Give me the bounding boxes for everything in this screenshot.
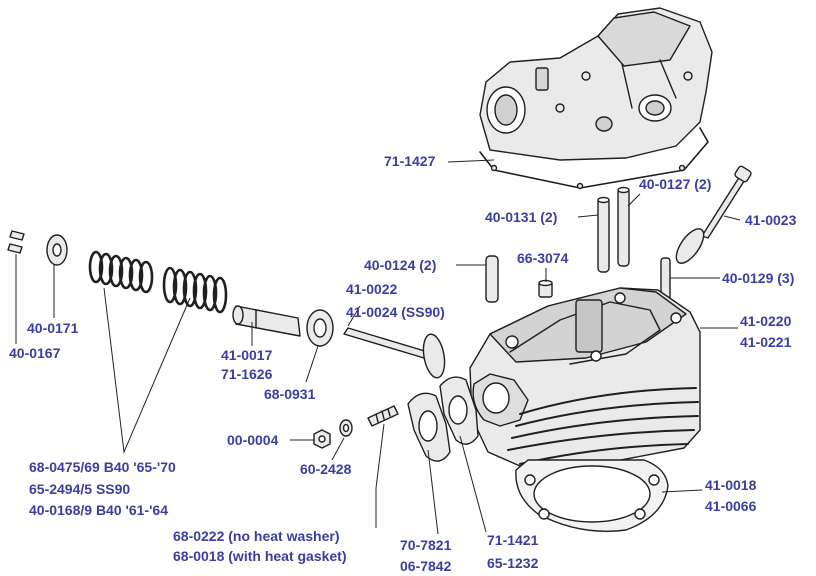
label-exhaust-gasket-b-2: 65-1232 xyxy=(487,555,539,571)
leader-exhaust-stud xyxy=(375,423,385,528)
label-head-gasket-2: 41-0066 xyxy=(705,498,757,514)
label-cylinder-head-1: 41-0220 xyxy=(740,313,792,329)
pushrod-tube-a-part xyxy=(618,188,629,267)
spring-cup-part xyxy=(307,310,333,346)
label-exhaust-valve-1: 41-0022 xyxy=(346,281,398,297)
leader-head-gasket xyxy=(661,489,703,493)
valve-guide-part xyxy=(233,306,300,336)
cylinder-head-part xyxy=(470,288,700,466)
label-stud-left: 40-0124 (2) xyxy=(364,257,437,273)
stud-left-part xyxy=(486,256,498,302)
label-head-gasket-1: 41-0018 xyxy=(705,477,757,493)
leader-pushrod-tube-a xyxy=(627,193,641,207)
label-spring-cup: 68-0931 xyxy=(264,386,316,402)
washer-part xyxy=(340,420,352,436)
label-small-nut: 66-3074 xyxy=(517,250,569,266)
label-exhaust-stud-1: 68-0222 (no heat washer) xyxy=(173,528,340,544)
label-pushrod-tube-b: 40-0131 (2) xyxy=(485,209,558,225)
leader-pushrod-tube-b xyxy=(577,214,599,218)
label-exhaust-gasket-a-1: 70-7821 xyxy=(400,537,452,553)
label-collar: 40-0171 xyxy=(27,320,79,336)
nut-part xyxy=(314,430,330,448)
label-nut: 00-0004 xyxy=(227,432,279,448)
label-valve-top: 41-0023 xyxy=(745,212,797,228)
pushrod-tube-b-part xyxy=(598,198,609,273)
collets-part xyxy=(8,231,24,253)
label-valve-guide-2: 71-1626 xyxy=(221,366,273,382)
rocker-box-part xyxy=(480,8,712,189)
label-exhaust-stud-2: 68-0018 (with heat gasket) xyxy=(173,548,347,564)
label-springs-3: 40-0168/9 B40 '61-'64 xyxy=(29,502,168,518)
leader-washer xyxy=(331,437,345,461)
leader-exhaust-gasket-a xyxy=(427,449,439,535)
label-exhaust-valve-2: 41-0024 (SS90) xyxy=(346,304,445,320)
label-springs-1: 68-0475/69 B40 '65-'70 xyxy=(29,459,176,475)
leader-exhaust-valve xyxy=(347,305,361,327)
label-rocker-box: 71-1427 xyxy=(384,153,436,169)
valve-top-part xyxy=(671,165,752,267)
label-stud-right: 40-0129 (3) xyxy=(722,270,795,286)
leader-rocker-box xyxy=(447,159,495,163)
exhaust-gasket-b-part xyxy=(440,377,478,444)
outer-spring-part xyxy=(164,268,226,312)
label-washer: 60-2428 xyxy=(300,461,352,477)
exhaust-valve-part xyxy=(344,328,448,379)
label-exhaust-gasket-b-1: 71-1421 xyxy=(487,532,539,548)
small-nut-part xyxy=(539,281,552,298)
label-valve-guide-1: 41-0017 xyxy=(221,347,273,363)
head-gasket-part xyxy=(516,460,668,531)
leader-spring-cup xyxy=(305,345,319,383)
leader-springs xyxy=(103,287,191,454)
label-exhaust-gasket-a-2: 06-7842 xyxy=(400,558,452,574)
label-cylinder-head-2: 41-0221 xyxy=(740,334,792,350)
collar-part xyxy=(47,235,67,265)
leader-exhaust-gasket-b xyxy=(459,435,487,533)
label-springs-2: 65-2494/5 SS90 xyxy=(29,481,131,497)
label-pushrod-tube-a: 40-0127 (2) xyxy=(639,176,712,192)
label-collets: 40-0167 xyxy=(9,345,61,361)
inner-spring-part xyxy=(90,252,152,292)
exhaust-stud-part xyxy=(368,406,398,426)
leader-valve-top xyxy=(723,215,741,221)
